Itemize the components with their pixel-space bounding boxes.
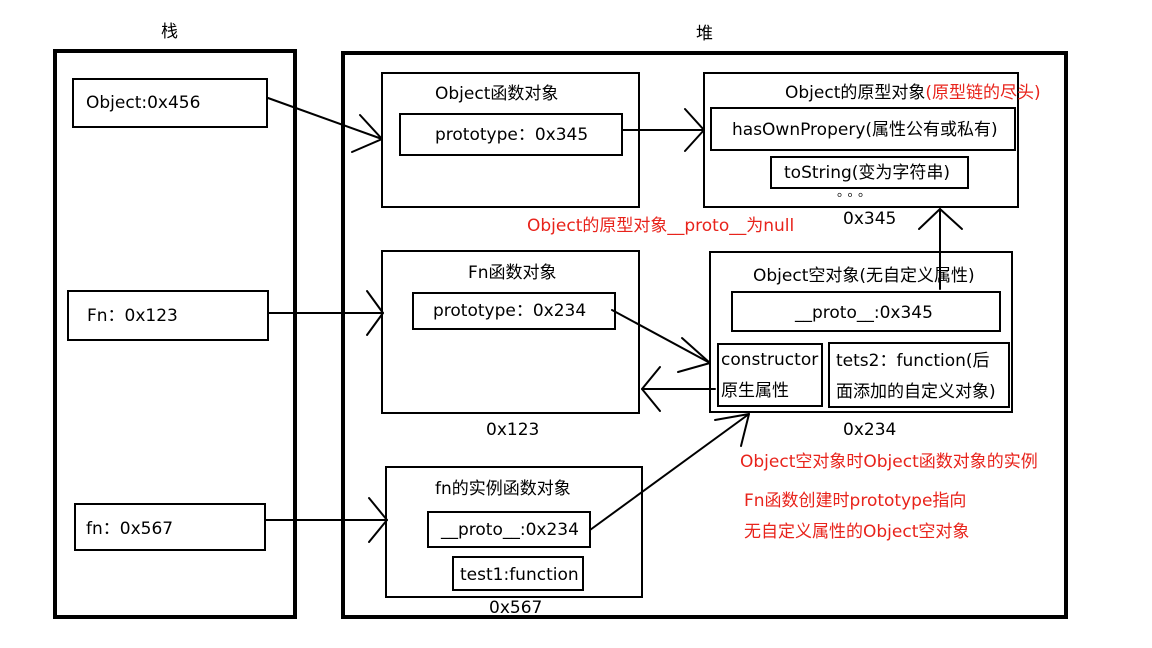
instance-note: Object空对象时Object函数对象的实例 — [740, 452, 1038, 472]
stack-title: 栈 — [161, 22, 178, 42]
to-string-item: toString(变为字符串) — [770, 156, 969, 189]
has-own-property-item: hasOwnPropery(属性公有或私有) — [710, 107, 1016, 151]
stack-item-object: Object:0x456 — [72, 78, 268, 128]
fn-function-address: 0x123 — [486, 420, 540, 440]
arrow-fn-to-function — [268, 290, 384, 336]
proto-null-note: Object的原型对象__proto__为null — [527, 216, 795, 236]
object-function-title: Object函数对象 — [435, 84, 559, 104]
fn-instance-box: fn的实例函数对象 __proto__:0x234 test1:function — [385, 466, 643, 598]
object-empty-title: Object空对象(无自定义属性) — [753, 266, 975, 286]
object-function-prototype: prototype：0x345 — [399, 113, 623, 156]
stack-item-fn-upper: Fn：0x123 — [67, 290, 269, 341]
prototype-note-line1: Fn函数创建时prototype指向 — [744, 491, 967, 511]
stack-item-fn-lower: fn：0x567 — [74, 503, 266, 551]
object-prototype-title: Object的原型对象(原型链的尽头) — [785, 83, 1041, 103]
prototype-note-line2: 无自定义属性的Object空对象 — [744, 522, 970, 542]
arrow-instance-proto-to-empty-object — [589, 413, 750, 531]
arrow-fn-prototype-to-empty-object — [611, 309, 711, 373]
fn-function-title: Fn函数对象 — [468, 263, 557, 283]
arrow-fn-to-instance — [265, 497, 388, 543]
tets2-item: tets2：function(后 面添加的自定义对象) — [828, 342, 1010, 408]
heap-title: 堆 — [696, 24, 713, 44]
constructor-item: constructor 原生属性 — [717, 343, 823, 407]
object-empty-address: 0x234 — [843, 420, 897, 440]
arrow-object-to-function — [267, 97, 383, 153]
fn-function-box: Fn函数对象 prototype：0x234 — [381, 250, 640, 414]
arrow-constructor-to-fn — [641, 366, 716, 412]
arrow-prototype-to-object-prototype — [621, 108, 705, 152]
object-prototype-address: 0x345 — [843, 209, 897, 229]
arrow-empty-proto-to-object-prototype — [918, 208, 963, 290]
object-prototype-box: Object的原型对象(原型链的尽头) hasOwnPropery(属性公有或私… — [703, 72, 1041, 208]
ellipsis: 。。。 — [837, 185, 876, 200]
fn-instance-proto: __proto__:0x234 — [427, 511, 591, 548]
object-empty-box: Object空对象(无自定义属性) __proto__:0x345 constr… — [709, 251, 1013, 413]
fn-instance-address: 0x567 — [489, 598, 543, 618]
object-function-box: Object函数对象 prototype：0x345 — [381, 72, 640, 208]
fn-instance-title: fn的实例函数对象 — [435, 479, 571, 499]
fn-function-prototype: prototype：0x234 — [412, 292, 616, 330]
test1-item: test1:function — [452, 556, 584, 591]
empty-object-proto: __proto__:0x345 — [731, 291, 1001, 332]
